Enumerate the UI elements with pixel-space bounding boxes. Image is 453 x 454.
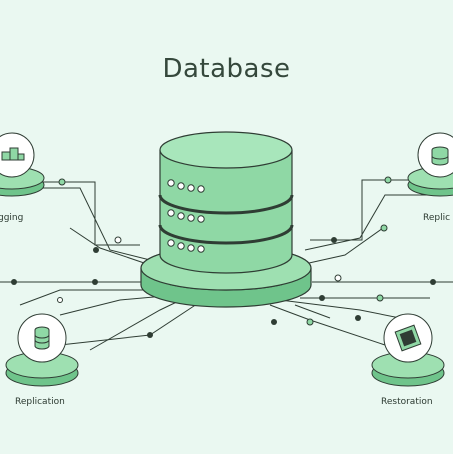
central-database bbox=[140, 131, 312, 308]
label-top-left: gging bbox=[0, 213, 24, 223]
node-bottom-left bbox=[5, 313, 79, 387]
node-top-right bbox=[407, 132, 453, 197]
diagram-title: Database bbox=[162, 54, 291, 84]
chip-icon bbox=[394, 324, 422, 352]
database-icon bbox=[431, 146, 449, 166]
label-bottom-right: Restoration bbox=[381, 397, 433, 407]
indicator-lights bbox=[167, 179, 205, 253]
label-bottom-left: Replication bbox=[15, 397, 65, 407]
label-top-right: Replic bbox=[423, 213, 451, 223]
node-top-left bbox=[0, 132, 45, 197]
boxes-icon bbox=[1, 147, 25, 161]
node-bottom-right bbox=[371, 313, 445, 387]
database-stack-icon bbox=[34, 326, 50, 350]
